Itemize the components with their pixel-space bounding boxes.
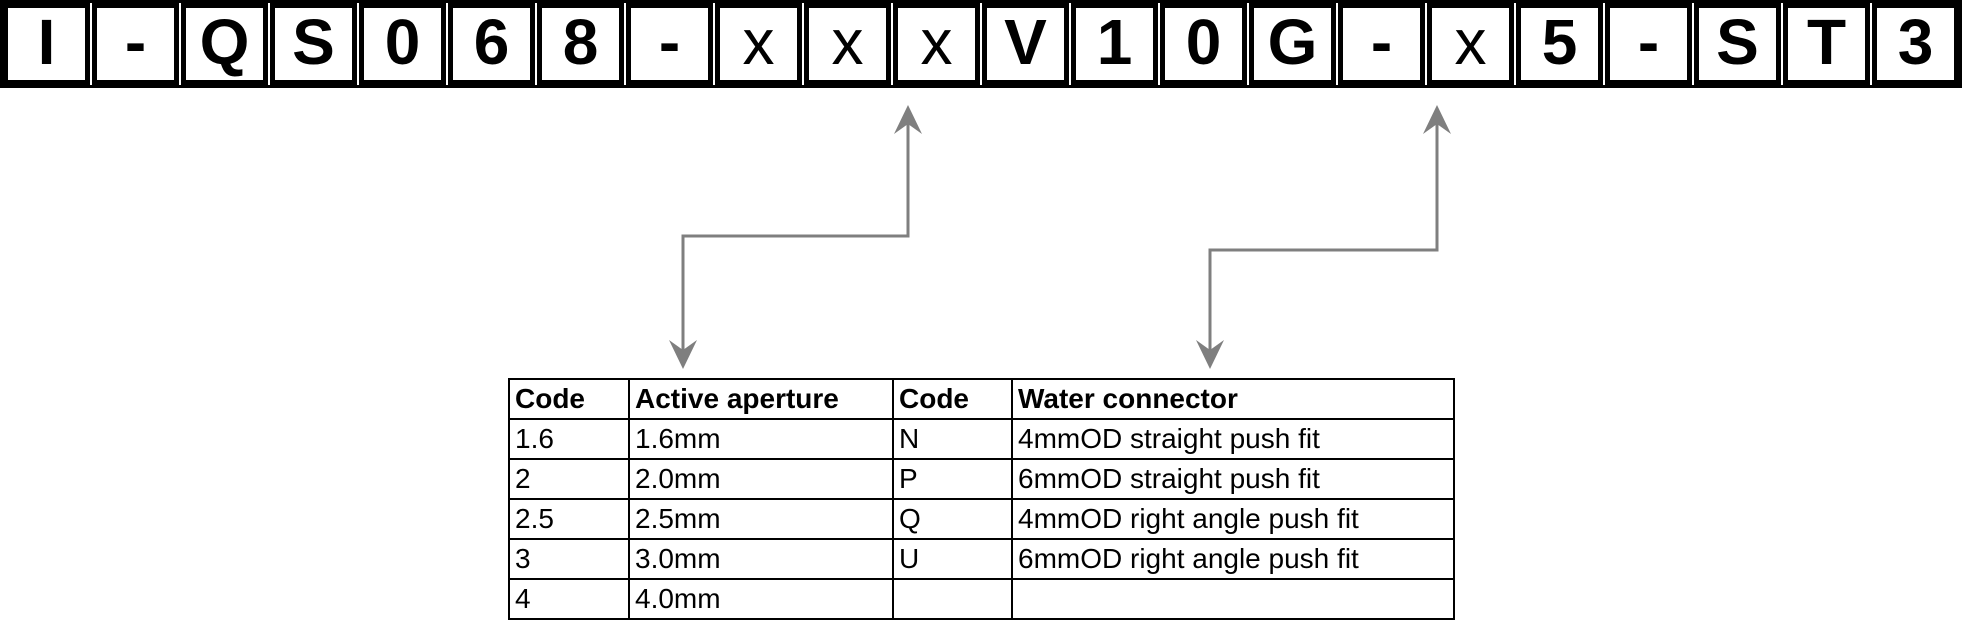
lookup-table-cell: 4mmOD right angle push fit — [1011, 498, 1455, 540]
lookup-table-cell: Q — [892, 498, 1013, 540]
part-number-char-box: G — [1249, 3, 1336, 85]
arrowhead-up-icon — [894, 105, 922, 134]
lookup-column-header: Code — [508, 378, 630, 420]
lookup-table-cell: 2.0mm — [628, 458, 894, 500]
arrowhead-down-icon — [669, 340, 697, 369]
part-number-char-box: 6 — [448, 3, 535, 85]
arrowhead-up-icon — [1423, 105, 1451, 134]
aperture-connector-arrow — [669, 105, 922, 369]
part-number-char-box: - — [92, 3, 179, 85]
lookup-table-cell: 2.5 — [508, 498, 630, 540]
lookup-table-cell: 4 — [508, 578, 630, 620]
part-number-char-box: T — [1783, 3, 1870, 85]
part-number-placeholder-box: x — [804, 3, 891, 85]
lookup-table-cell: 2.5mm — [628, 498, 894, 540]
lookup-table-cell: 3.0mm — [628, 538, 894, 580]
part-number-placeholder-box: x — [715, 3, 802, 85]
lookup-table-cell: U — [892, 538, 1013, 580]
part-number-char-box: - — [626, 3, 713, 85]
lookup-table-cell: 6mmOD right angle push fit — [1011, 538, 1455, 580]
part-number-char-box: I — [3, 3, 90, 85]
lookup-column-header: Active aperture — [628, 378, 894, 420]
lookup-column-header: Water connector — [1011, 378, 1455, 420]
lookup-table-cell: 2 — [508, 458, 630, 500]
part-number-char-box: - — [1605, 3, 1692, 85]
part-number-char-box: Q — [181, 3, 268, 85]
part-number-char-box: S — [1694, 3, 1781, 85]
part-number-char-box: S — [270, 3, 357, 85]
lookup-column-header: Code — [892, 378, 1013, 420]
part-number-char-box: 0 — [1160, 3, 1247, 85]
water-connector-arrow — [1196, 105, 1451, 369]
part-number-char-box: - — [1338, 3, 1425, 85]
lookup-table-cell: 1.6 — [508, 418, 630, 460]
lookup-table-cell: 4mmOD straight push fit — [1011, 418, 1455, 460]
part-number-char-box: 8 — [537, 3, 624, 85]
lookup-table-cell — [1011, 578, 1455, 620]
lookup-table-cell: 6mmOD straight push fit — [1011, 458, 1455, 500]
part-number-placeholder-box: x — [893, 3, 980, 85]
lookup-table-cell: 3 — [508, 538, 630, 580]
lookup-table-cell: 4.0mm — [628, 578, 894, 620]
part-number-char-box: 3 — [1872, 3, 1959, 85]
part-number-char-box: V — [982, 3, 1069, 85]
lookup-table-cell: P — [892, 458, 1013, 500]
part-number-placeholder-box: x — [1427, 3, 1514, 85]
part-number-char-box: 5 — [1516, 3, 1603, 85]
arrowhead-down-icon — [1196, 340, 1224, 369]
part-number-char-box: 0 — [359, 3, 446, 85]
lookup-table-cell: 1.6mm — [628, 418, 894, 460]
lookup-table-cell — [892, 578, 1013, 620]
lookup-table-cell: N — [892, 418, 1013, 460]
part-number-char-box: 1 — [1071, 3, 1158, 85]
